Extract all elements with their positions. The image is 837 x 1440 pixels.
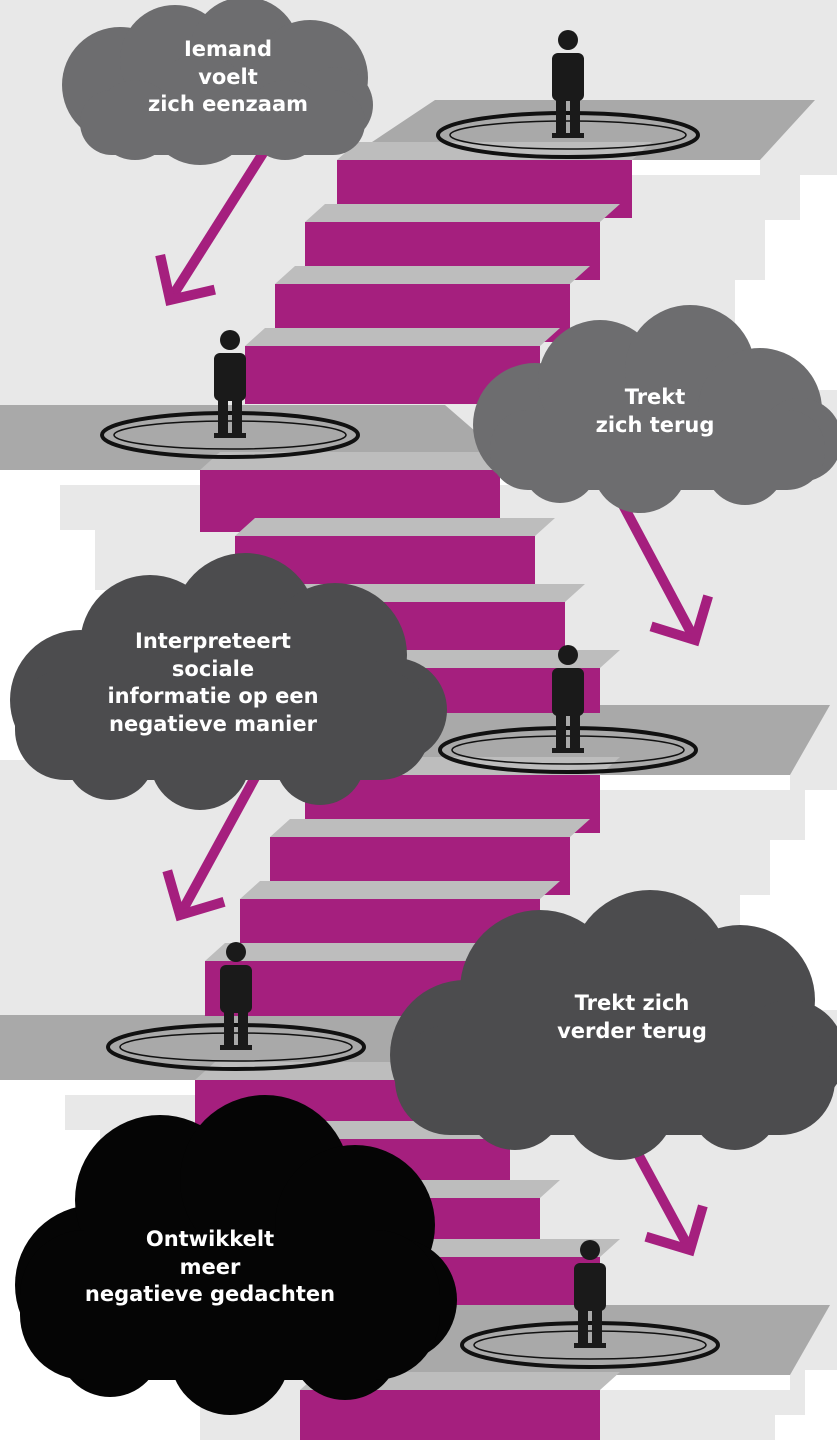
flight-2-tread-2 <box>235 518 555 536</box>
platform-ring-icon <box>436 111 700 159</box>
cloud-3-text: Interpreteert sociale informatie op een … <box>48 628 378 739</box>
cloud-icon-3 <box>10 553 447 810</box>
cloud-5-line-3: negatieve gedachten <box>84 1282 336 1307</box>
cloud-1-line-3: zich eenzaam <box>147 92 308 117</box>
cloud-3-line-3: informatie op een <box>107 684 319 709</box>
person-body <box>214 353 246 401</box>
person-left-leg <box>218 399 228 437</box>
arrow-head <box>644 1204 708 1257</box>
cloud-4-line-1: Trekt zich <box>574 991 690 1015</box>
person-right-leg <box>570 99 580 137</box>
platform-ring-icon <box>106 1023 366 1071</box>
arrow-shaft <box>165 147 270 303</box>
flight-3-tread-2 <box>270 819 590 837</box>
person-right-leg <box>238 1011 248 1049</box>
person-body <box>552 668 584 716</box>
cloud-icon-1 <box>62 0 373 165</box>
cloud-1-line-2: voelt <box>198 64 258 89</box>
cloud-1-text: Iemand voelt zich eenzaam <box>128 36 328 119</box>
person-group-3 <box>438 645 698 774</box>
cloud-icon-3-base <box>15 670 430 780</box>
cloud-2-text: Trekt zich terug <box>555 384 755 439</box>
cloud-5-line-2: meer <box>179 1254 241 1279</box>
cloud-3-line-1: Interpreteert <box>135 629 291 653</box>
platform-ring-icon <box>460 1321 720 1369</box>
platform-inner-ring <box>113 420 347 450</box>
person-icon <box>552 30 584 138</box>
flight-1-tread-4 <box>245 328 560 346</box>
person-left-leg <box>556 99 566 137</box>
platform-inner-ring <box>473 1330 707 1360</box>
cloud-icon-5 <box>15 1095 457 1415</box>
person-group-1 <box>436 30 700 159</box>
flight-3-tread-4 <box>205 943 530 961</box>
cloud-4-line-2: verder terug <box>557 1018 707 1043</box>
person-feet <box>220 1045 252 1050</box>
person-body <box>552 53 584 101</box>
person-head <box>558 645 578 665</box>
person-right-leg <box>570 714 580 752</box>
person-left-leg <box>556 714 566 752</box>
person-head <box>580 1240 600 1260</box>
person-feet <box>552 748 584 753</box>
cloud-3-line-2: sociale <box>171 656 255 681</box>
cloud-4-text: Trekt zich verder terug <box>492 990 772 1045</box>
arrow-down-icon-2 <box>610 487 713 647</box>
person-icon <box>214 330 246 438</box>
right-wall-bottom <box>775 1310 837 1440</box>
arrow-head <box>155 253 216 307</box>
person-right-leg <box>232 399 242 437</box>
platform-inner-ring <box>119 1032 353 1062</box>
cloud-icon-2 <box>473 305 837 513</box>
platform-inner-ring <box>451 735 685 765</box>
flight-3-tread-3 <box>240 881 560 899</box>
platform-inner-ring <box>449 120 687 150</box>
arrow-down-icon-3 <box>162 769 263 922</box>
person-head <box>558 30 578 50</box>
platform-ring-icon <box>438 726 698 774</box>
person-body <box>574 1263 606 1311</box>
person-icon <box>220 942 252 1050</box>
cloud-icon-2-base <box>490 410 825 490</box>
person-icon <box>574 1240 606 1348</box>
person-head <box>226 942 246 962</box>
cloud-icon-5-base <box>20 1230 440 1380</box>
cloud-2-line-1: Trekt <box>624 385 686 409</box>
flight-1 <box>245 142 652 404</box>
person-body <box>220 965 252 1013</box>
cloud-5-text: Ontwikkelt meer negatieve gedachten <box>60 1226 360 1309</box>
cloud-2-line-2: zich terug <box>595 412 715 437</box>
arrow-shaft <box>610 487 700 643</box>
person-feet <box>574 1343 606 1348</box>
cloud-icon-1-base <box>80 90 365 155</box>
arrow-down-icon-1 <box>155 147 270 307</box>
person-icon <box>552 645 584 753</box>
person-feet <box>552 133 584 138</box>
platform-ring-icon <box>100 411 360 459</box>
cloud-1-line-1: Iemand <box>183 37 273 61</box>
person-group-2 <box>100 330 360 459</box>
right-wall-top <box>700 110 837 390</box>
person-group-5 <box>460 1240 720 1369</box>
person-feet <box>214 433 246 438</box>
arrow-head <box>162 869 226 922</box>
person-right-leg <box>592 1309 602 1347</box>
person-head <box>220 330 240 350</box>
arrow-head <box>649 594 713 647</box>
person-left-leg <box>224 1011 234 1049</box>
person-group-4 <box>106 942 366 1071</box>
flight-1-tread-3 <box>275 266 590 284</box>
cloud-icon-4-base <box>395 1025 835 1135</box>
cloud-icon-4 <box>390 890 837 1160</box>
flight-1-tread-2 <box>305 204 620 222</box>
right-wall-middle <box>705 720 837 1010</box>
arrow-shaft <box>175 769 263 918</box>
flight-2-tread-1 <box>200 452 520 470</box>
cloud-5-line-1: Ontwikkelt <box>145 1227 275 1251</box>
cloud-3-line-4: negatieve manier <box>109 712 317 737</box>
person-left-leg <box>578 1309 588 1347</box>
